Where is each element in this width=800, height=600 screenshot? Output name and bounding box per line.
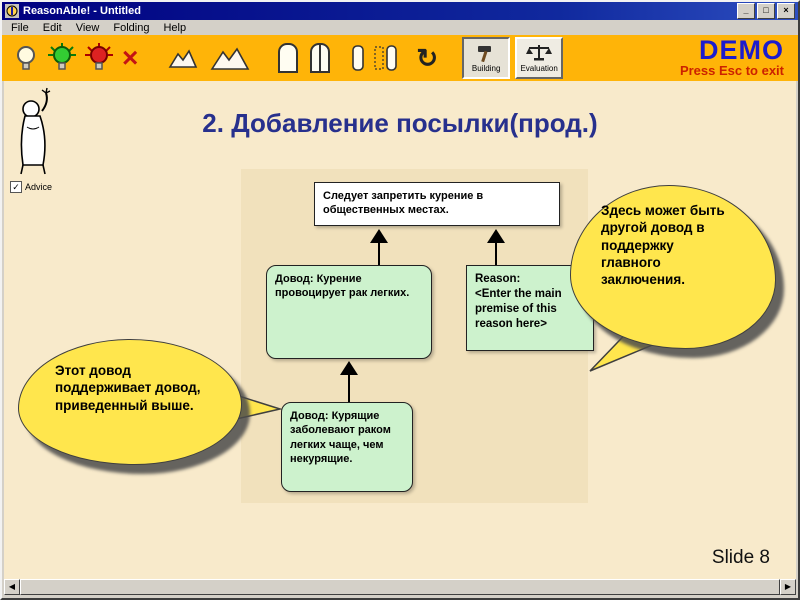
evaluation-label: Evaluation xyxy=(520,63,558,73)
advice-figure-icon xyxy=(20,87,51,175)
app-icon xyxy=(5,4,19,18)
rotate-button[interactable]: ↻ xyxy=(416,43,439,73)
reason-left-node[interactable]: Довод: Курение провоцирует рак легких. xyxy=(266,265,432,359)
reject-bulb-button[interactable] xyxy=(84,43,114,73)
title-bar[interactable]: ReasonAble! - Untitled _ □ × xyxy=(2,2,798,20)
left-advice-text: Этот довод поддерживает довод, приведенн… xyxy=(55,363,201,413)
closed-arch-icon xyxy=(278,43,299,73)
scrollbar-thumb[interactable] xyxy=(20,579,780,595)
maximize-button[interactable]: □ xyxy=(757,3,775,19)
scroll-left-button[interactable]: ◀ xyxy=(4,579,20,595)
open-arch-icon xyxy=(310,43,331,73)
unroll-scroll-button[interactable] xyxy=(374,43,398,73)
red-bulb-icon xyxy=(85,43,113,70)
bulb-icon xyxy=(17,46,35,70)
menu-help[interactable]: Help xyxy=(163,21,187,34)
slide-number: Slide 8 xyxy=(711,547,770,568)
advice-toggle[interactable]: ✓ Advice xyxy=(10,181,52,193)
right-advice-callout: Здесь может быть другой довод в поддержк… xyxy=(570,185,776,349)
menu-view[interactable]: View xyxy=(75,21,100,34)
arrow-line-mid xyxy=(348,374,350,402)
slide-canvas: 2. Добавление посылки(прод.) ✓ Advice Сл… xyxy=(4,81,796,579)
slide-title: 2. Добавление посылки(прод.) xyxy=(202,108,598,138)
fold-button[interactable] xyxy=(278,43,299,73)
building-label: Building xyxy=(471,63,501,73)
advice-character xyxy=(12,87,58,182)
horizontal-scrollbar[interactable]: ◀ ▶ xyxy=(4,579,796,595)
window-title: ReasonAble! - Untitled xyxy=(23,5,141,17)
left-advice-callout: Этот довод поддерживает довод, приведенн… xyxy=(18,339,242,465)
scroll-button[interactable] xyxy=(350,43,366,73)
advice-checkbox-label: Advice xyxy=(25,182,53,192)
arrow-up-left-icon xyxy=(370,229,388,243)
map-small-button[interactable] xyxy=(168,47,198,69)
mountains-small-icon xyxy=(168,49,198,68)
scroll-right-button[interactable]: ▶ xyxy=(780,579,796,595)
delete-button[interactable]: × xyxy=(122,42,139,73)
esc-hint: Press Esc to exit xyxy=(679,63,784,78)
toolbar: × ↻ xyxy=(2,35,798,81)
advice-checkbox[interactable]: ✓ xyxy=(10,181,22,193)
arrow-up-mid-icon xyxy=(340,361,358,375)
scales-icon xyxy=(526,44,553,60)
conclusion-node[interactable]: Следует запретить курение в общественных… xyxy=(314,182,560,226)
arrow-line-right xyxy=(495,242,497,265)
menu-folding[interactable]: Folding xyxy=(113,21,150,34)
evaluation-mode-button[interactable]: Evaluation xyxy=(515,37,564,79)
reason-bottom-node[interactable]: Довод: Курящие заболевают раком легких ч… xyxy=(281,402,413,492)
scroll-icon xyxy=(352,45,365,71)
green-bulb-icon xyxy=(48,43,76,70)
unfold-button[interactable] xyxy=(310,43,331,73)
right-advice-text: Здесь может быть другой довод в поддержк… xyxy=(601,203,725,288)
close-button[interactable]: × xyxy=(777,3,795,19)
mountains-large-icon xyxy=(210,47,250,70)
menu-bar: File Edit View Folding Help xyxy=(2,20,798,35)
hammer-icon xyxy=(478,45,492,62)
demo-text: DEMO xyxy=(699,35,784,65)
map-large-button[interactable] xyxy=(210,45,250,71)
arrow-line-left xyxy=(378,242,380,265)
menu-file[interactable]: File xyxy=(11,21,29,34)
menu-edit[interactable]: Edit xyxy=(42,21,62,34)
arrow-up-right-icon xyxy=(487,229,505,243)
idea-bulb-button[interactable] xyxy=(12,43,40,73)
building-mode-button[interactable]: Building xyxy=(462,37,511,79)
minimize-button[interactable]: _ xyxy=(737,3,755,19)
scroll-dotted-icon xyxy=(374,45,398,71)
accept-bulb-button[interactable] xyxy=(47,43,77,73)
demo-badge: DEMO Press Esc to exit xyxy=(680,36,784,78)
